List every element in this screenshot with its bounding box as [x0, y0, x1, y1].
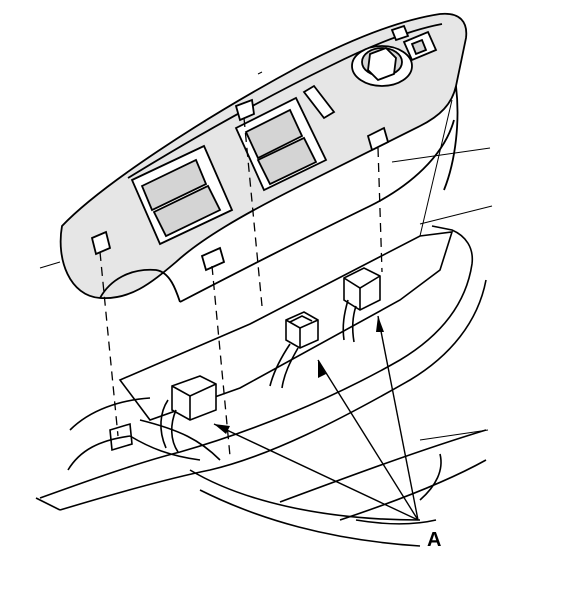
alignment-lines: [99, 117, 383, 457]
guide-lines: [39, 71, 493, 441]
door-armrest: [35, 225, 487, 547]
power-window-switch-panel: [59, 12, 468, 303]
arrowhead-right: [376, 316, 384, 332]
arrowhead-middle: [318, 360, 326, 378]
connector-right: [342, 267, 381, 343]
callout-arrowheads: [214, 316, 384, 434]
connector-left: [160, 375, 217, 453]
callout-leaders: [213, 315, 419, 521]
arrowhead-left: [214, 424, 230, 434]
connector-middle: [269, 311, 319, 389]
callout-label-a: A: [427, 529, 442, 551]
